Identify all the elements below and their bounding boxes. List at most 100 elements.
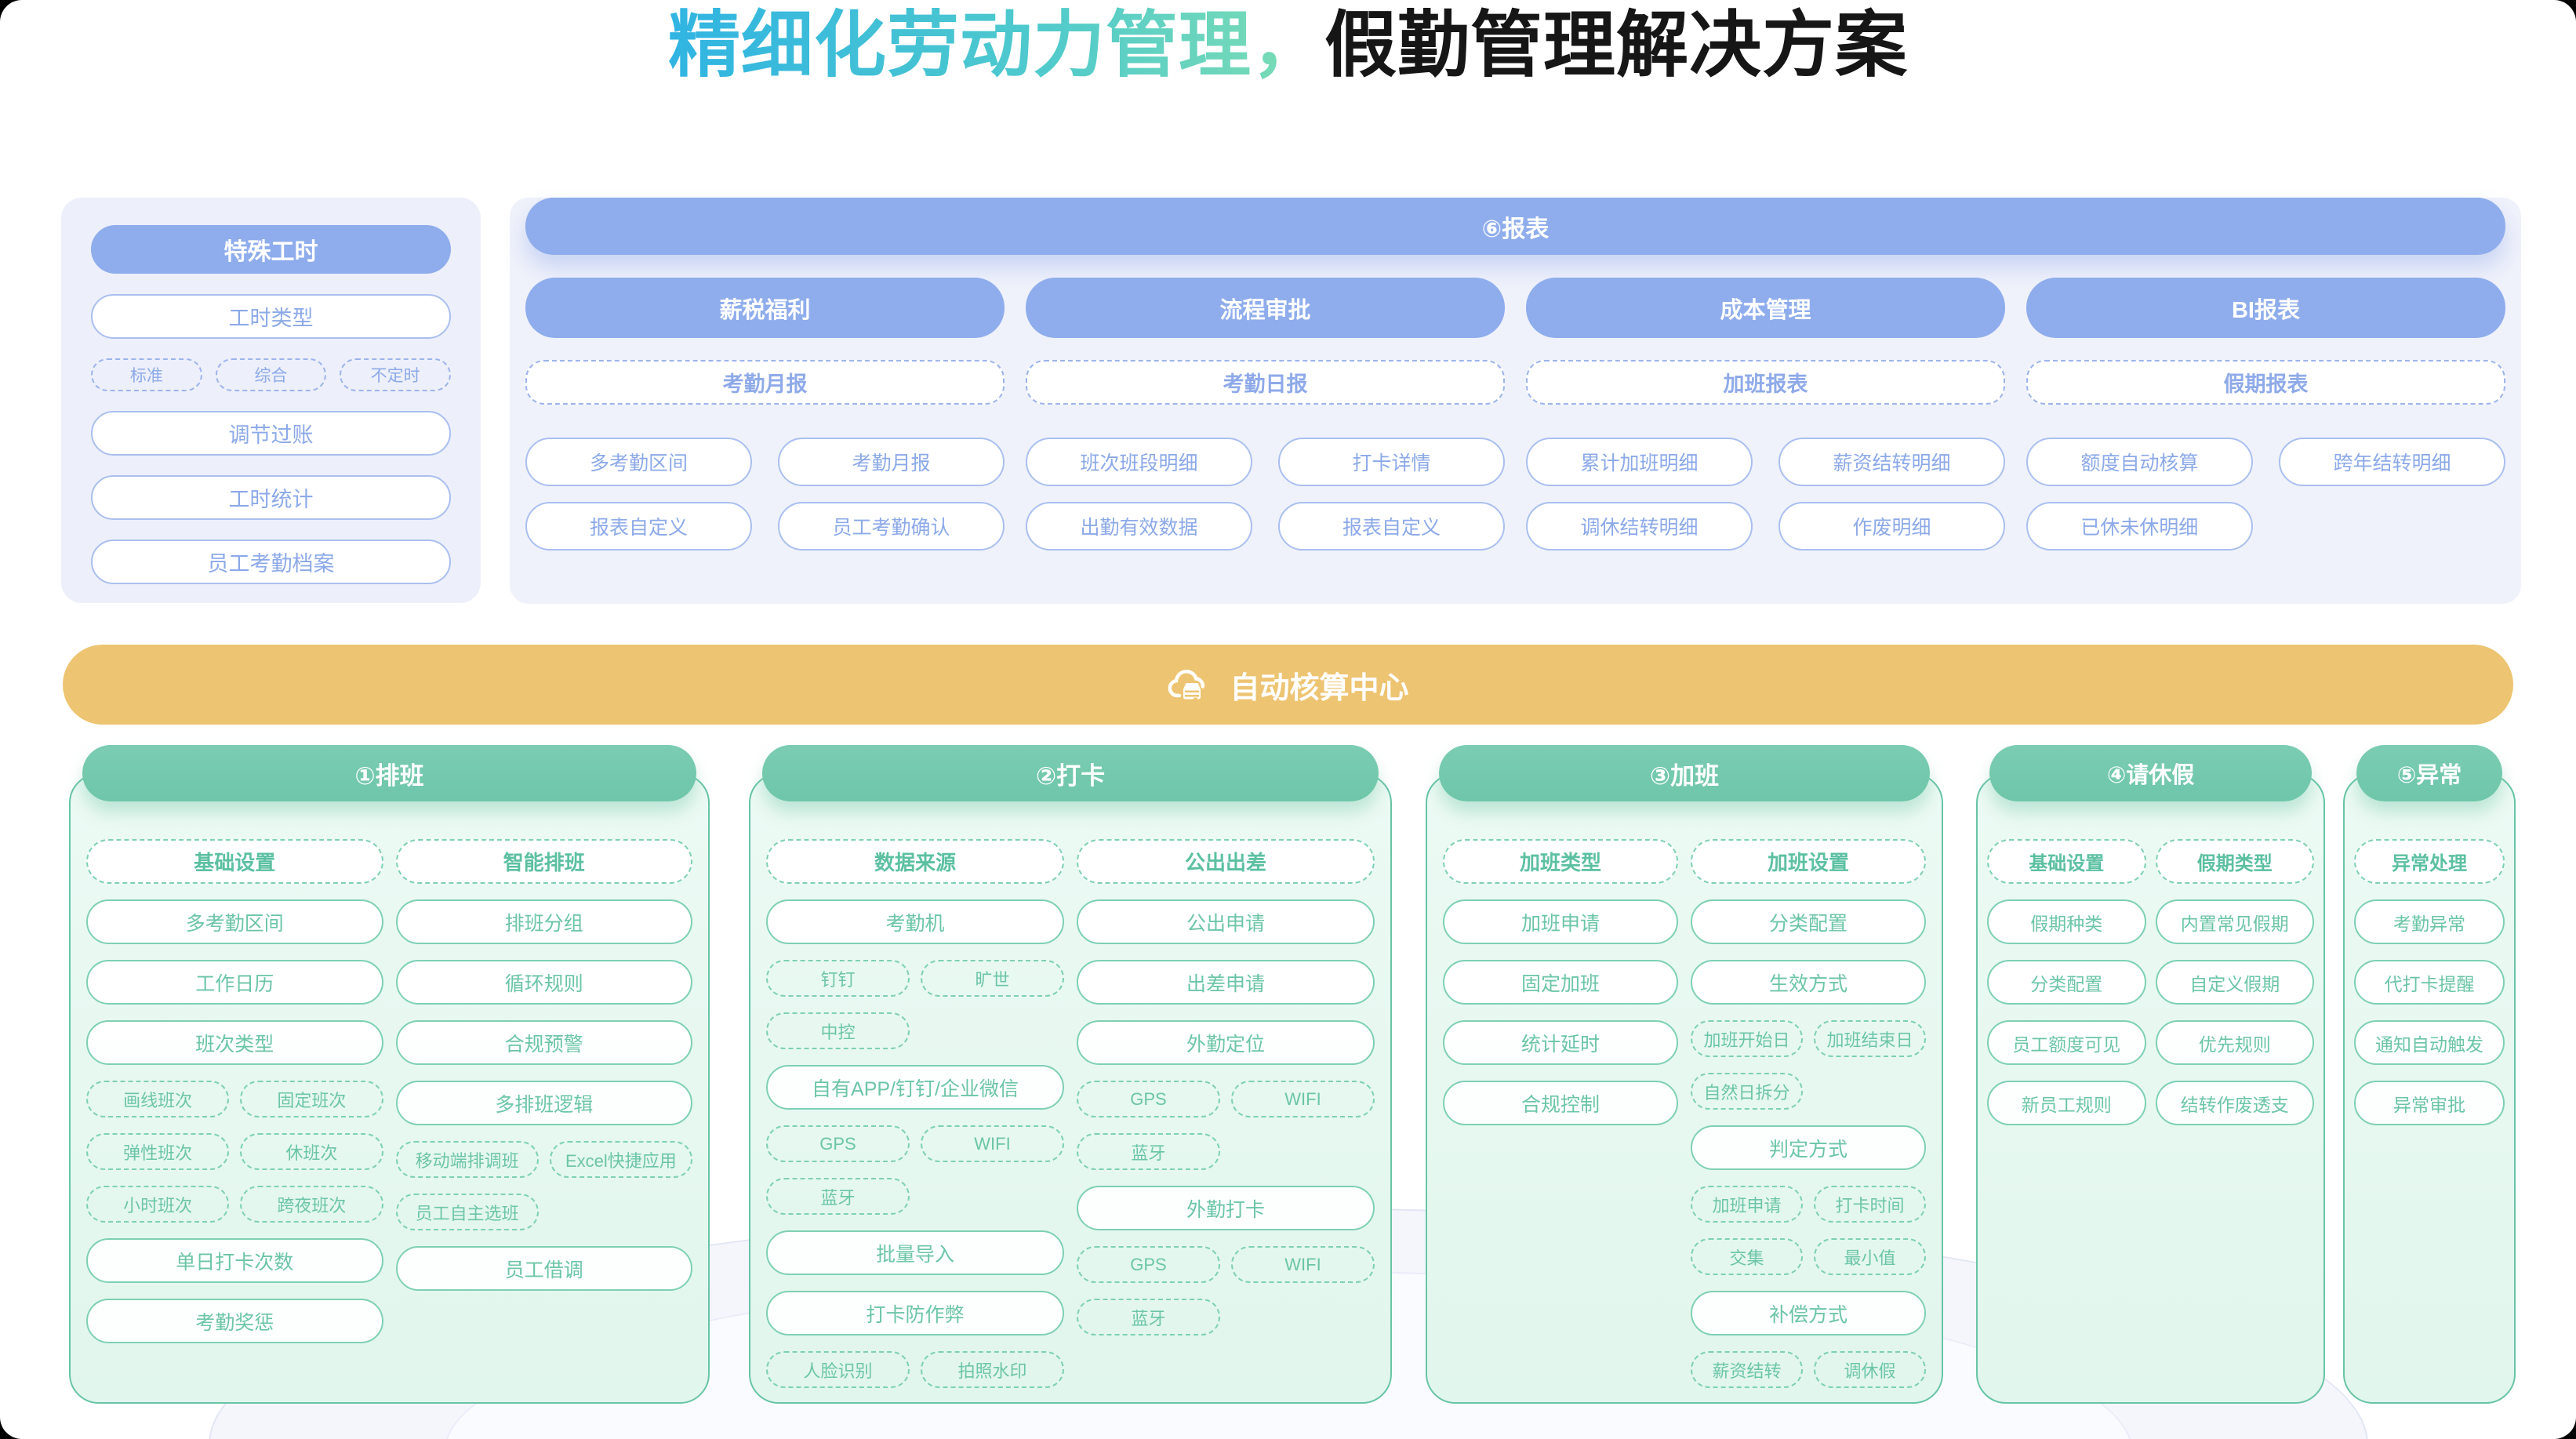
module-sub-pill: 跨夜班次 <box>240 1186 383 1223</box>
module-item-pill: 公出申请 <box>1077 899 1375 944</box>
module-columns: 基础设置多考勤区间工作日历班次类型画线班次固定班次弹性班次休班次小时班次跨夜班次… <box>86 839 692 1343</box>
module-item-pill: 判定方式 <box>1691 1125 1926 1170</box>
module-column: 加班设置分类配置生效方式加班开始日加班结束日自然日拆分判定方式加班申请打卡时间交… <box>1691 839 1926 1388</box>
module-item-pill: 统计延时 <box>1443 1020 1678 1065</box>
special-item-pill: 员工考勤档案 <box>91 540 451 584</box>
special-sub-pill: 综合 <box>215 358 327 391</box>
module-row: 工作日历 <box>86 960 383 1005</box>
module-sub-pill: 移动端排调班 <box>395 1141 539 1178</box>
report-item-pill: 员工考勤确认 <box>778 502 1005 551</box>
module-row: 加班类型 <box>1443 839 1678 884</box>
module-row: 自有APP/钉钉/企业微信 <box>766 1065 1064 1110</box>
module-item-pill: 排班分组 <box>395 899 692 944</box>
module-row: 分类配置 <box>1691 899 1926 944</box>
module-sub-pill: 蓝牙 <box>1077 1133 1220 1170</box>
module-item-pill: 自有APP/钉钉/企业微信 <box>766 1065 1064 1110</box>
module-row: 多考勤区间 <box>86 899 383 944</box>
module-row: 结转作废透支 <box>2155 1081 2314 1125</box>
module-row: 交集最小值 <box>1691 1238 1926 1275</box>
report-item-pill: 出勤有效数据 <box>1026 502 1252 551</box>
report-item-pill: 已休未休明细 <box>2026 502 2253 551</box>
page-title-highlight: 精细化劳动力管理， <box>667 5 1324 85</box>
module-row: 蓝牙 <box>766 1178 1064 1215</box>
special-hours-items: 工时类型标准综合不定时调节过账工时统计员工考勤档案 <box>91 294 452 584</box>
module-item-pill: 代打卡提醒 <box>2354 960 2505 1005</box>
module-item-pill: 批量导入 <box>766 1230 1064 1275</box>
module-item-pill: 内置常见假期 <box>2155 899 2314 944</box>
special-item-pill: 工时统计 <box>91 475 451 520</box>
module-panel: ①排班基础设置多考勤区间工作日历班次类型画线班次固定班次弹性班次休班次小时班次跨… <box>69 745 710 1404</box>
module-row: 加班开始日加班结束日 <box>1691 1020 1926 1057</box>
special-item-pill: 工时类型 <box>91 294 451 339</box>
module-item-pill: 班次类型 <box>86 1020 383 1065</box>
module-sub-pill: GPS <box>1077 1246 1220 1283</box>
report-category-pill: 流程审批 <box>1026 278 1505 338</box>
module-row: 优先规则 <box>2155 1020 2314 1065</box>
report-item-pill: 多考勤区间 <box>525 438 752 486</box>
module-panel: ③加班加班类型加班申请固定加班统计延时合规控制加班设置分类配置生效方式加班开始日… <box>1426 745 1943 1404</box>
report-item-row: 已休未休明细 <box>2026 502 2505 551</box>
module-column: 假期类型内置常见假期自定义假期优先规则结转作废透支 <box>2155 839 2314 1125</box>
page-title-rest: 假勤管理解决方案 <box>1324 5 1909 85</box>
module-row: 蓝牙 <box>1077 1133 1375 1170</box>
report-featured-pill: 假期报表 <box>2026 360 2505 405</box>
module-group-header-pill: 加班类型 <box>1443 839 1678 884</box>
module-row: 公出申请 <box>1077 899 1375 944</box>
module-group-header-pill: 基础设置 <box>1987 839 2146 884</box>
module-item-pill: 考勤异常 <box>2354 899 2505 944</box>
report-item-pill: 跨年结转明细 <box>2279 438 2505 486</box>
module-row: 考勤奖惩 <box>86 1299 383 1343</box>
report-item-row: 累计加班明细薪资结转明细 <box>1526 438 2005 486</box>
report-item-pill: 额度自动核算 <box>2026 438 2253 486</box>
module-item-pill: 分类配置 <box>1691 899 1926 944</box>
module-columns: 基础设置假期种类分类配置员工额度可见新员工规则假期类型内置常见假期自定义假期优先… <box>1987 839 2314 1125</box>
module-header-pill: ②打卡 <box>762 745 1379 801</box>
module-sub-pill: 拍照水印 <box>921 1351 1064 1388</box>
module-row: 外勤打卡 <box>1077 1186 1375 1230</box>
module-item-pill: 结转作废透支 <box>2155 1081 2314 1125</box>
report-category-pill: 成本管理 <box>1526 278 2005 338</box>
report-item-pill: 累计加班明细 <box>1526 438 1753 486</box>
module-item-pill: 自定义假期 <box>2155 960 2314 1005</box>
special-sub-pill: 标准 <box>91 358 202 391</box>
module-row: 假期种类 <box>1987 899 2146 944</box>
report-item-pill: 报表自定义 <box>1278 502 1505 551</box>
module-sub-pill: 员工自主选班 <box>395 1194 539 1230</box>
module-column: 基础设置多考勤区间工作日历班次类型画线班次固定班次弹性班次休班次小时班次跨夜班次… <box>86 839 383 1343</box>
module-row: 通知自动触发 <box>2354 1020 2505 1065</box>
module-item-pill: 加班申请 <box>1443 899 1678 944</box>
calc-center-label: 自动核算中心 <box>1230 671 1409 705</box>
module-row: 合规预警 <box>395 1020 692 1065</box>
module-row: 加班申请打卡时间 <box>1691 1186 1926 1223</box>
module-row: 排班分组 <box>395 899 692 944</box>
report-item-row: 报表自定义员工考勤确认 <box>525 502 1005 551</box>
module-row: 员工额度可见 <box>1987 1020 2146 1065</box>
special-hours-panel: 特殊工时 工时类型标准综合不定时调节过账工时统计员工考勤档案 <box>61 198 481 603</box>
report-category-pill: 薪税福利 <box>525 278 1005 338</box>
module-item-pill: 通知自动触发 <box>2354 1020 2505 1065</box>
module-row: 考勤异常 <box>2354 899 2505 944</box>
module-item-pill: 优先规则 <box>2155 1020 2314 1065</box>
module-item-pill: 分类配置 <box>1987 960 2146 1005</box>
module-row: 固定加班 <box>1443 960 1678 1005</box>
module-group-header-pill: 智能排班 <box>395 839 692 884</box>
report-column: BI报表假期报表额度自动核算跨年结转明细已休未休明细 <box>2026 278 2505 551</box>
module-panel: ④请休假基础设置假期种类分类配置员工额度可见新员工规则假期类型内置常见假期自定义… <box>1976 745 2325 1404</box>
module-item-pill: 生效方式 <box>1691 960 1926 1005</box>
report-item-row: 多考勤区间考勤月报 <box>525 438 1005 486</box>
module-row: 多排班逻辑 <box>395 1081 692 1125</box>
module-sub-pill: 薪资结转 <box>1691 1351 1803 1388</box>
module-sub-pill: 小时班次 <box>86 1186 230 1223</box>
report-column: 成本管理加班报表累计加班明细薪资结转明细调休结转明细作废明细 <box>1526 278 2005 551</box>
module-item-pill: 出差申请 <box>1077 960 1375 1005</box>
module-item-pill: 考勤机 <box>766 899 1064 944</box>
module-row: 异常处理 <box>2354 839 2505 884</box>
module-row: 内置常见假期 <box>2155 899 2314 944</box>
